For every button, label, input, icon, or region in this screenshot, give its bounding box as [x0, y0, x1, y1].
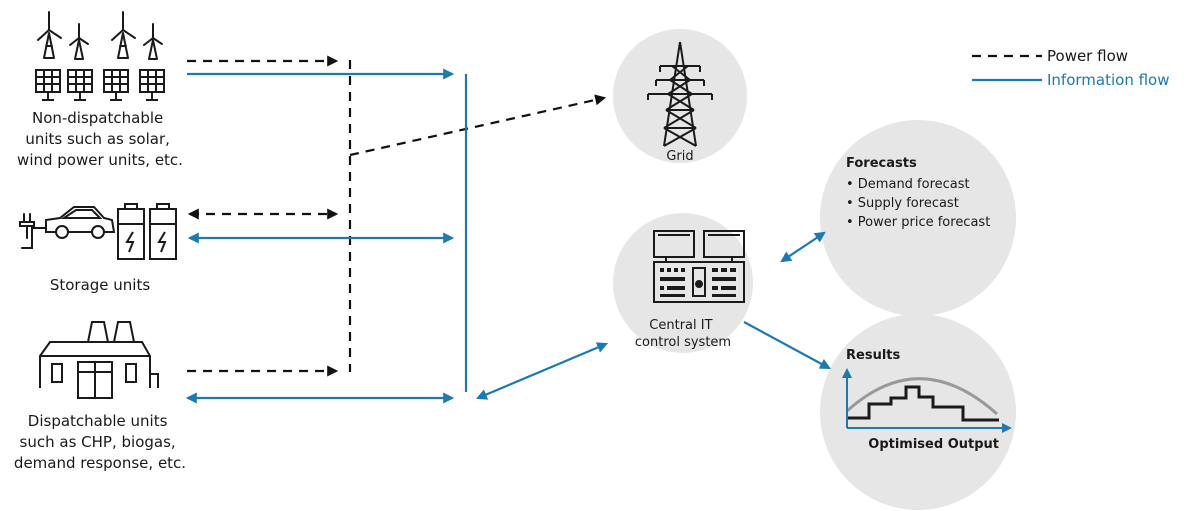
forecast-item: • Supply forecast — [846, 196, 959, 211]
information-flow-lines — [185, 68, 831, 404]
control-system-label: Central IT control system — [635, 318, 731, 350]
legend-information-flow-label: Information flow — [1047, 71, 1170, 89]
forecast-item: • Power price forecast — [846, 215, 990, 230]
dispatchable-units-label: Dispatchable units such as CHP, biogas, … — [14, 412, 186, 472]
info-flow-arrow-control — [475, 342, 609, 400]
forecast-item: • Demand forecast — [846, 177, 970, 192]
power-flow-arrow-grid — [349, 94, 607, 157]
storage-units-label: Storage units — [50, 276, 151, 294]
results-demand-curve — [845, 377, 999, 416]
solar-panel-icon — [35, 69, 165, 101]
grid-circle — [613, 29, 747, 163]
results-output-step-line — [847, 385, 999, 422]
grid-label: Grid — [666, 149, 693, 164]
wind-turbine-icon — [37, 11, 163, 60]
control-system-circle — [613, 213, 753, 353]
battery-icon — [117, 203, 177, 260]
results-title: Results — [846, 348, 900, 363]
results-axis-label: Optimised Output — [868, 437, 999, 452]
info-flow-arrow-results — [743, 321, 831, 370]
transmission-tower-icon — [647, 41, 713, 147]
control-console-icon — [653, 230, 745, 303]
results-circle — [820, 314, 1016, 510]
forecasts-title: Forecasts — [846, 156, 917, 171]
factory-icon — [39, 321, 159, 399]
electric-car-icon — [19, 206, 116, 249]
forecasts-list: • Demand forecast • Supply forecast • Po… — [846, 177, 990, 230]
forecasts-circle — [820, 120, 1016, 316]
legend: Power flow Information flow — [972, 47, 1170, 89]
info-flow-arrow-forecasts — [780, 231, 826, 263]
non-dispatchable-units-label: Non-dispatchable units such as solar, wi… — [17, 109, 183, 169]
control-console-buttons — [660, 268, 736, 297]
power-flow-lines — [187, 55, 607, 377]
results-chart — [842, 368, 1012, 433]
legend-power-flow-label: Power flow — [1047, 47, 1128, 65]
